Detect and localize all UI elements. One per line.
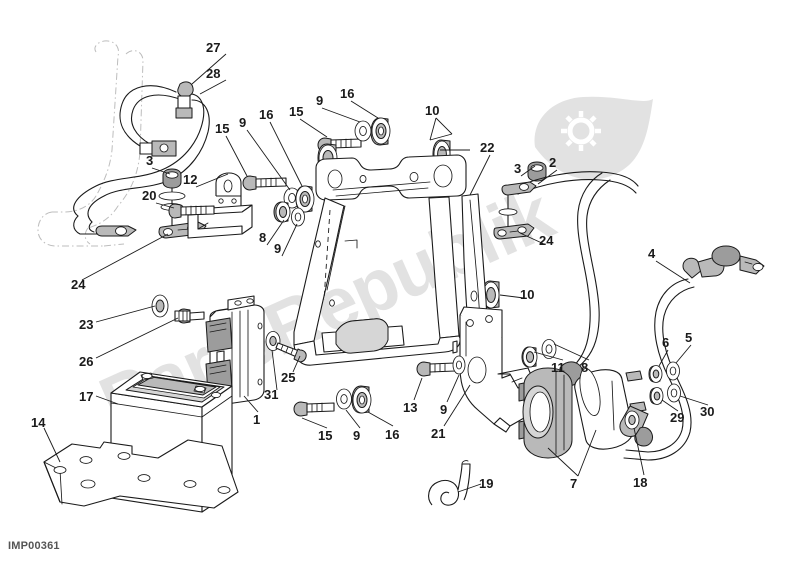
washer-8-right xyxy=(541,339,557,359)
callout-5: 5 xyxy=(685,330,693,345)
callout-15-c: 15 xyxy=(318,428,333,443)
leader-lines xyxy=(43,53,709,493)
callout-1: 1 xyxy=(253,412,261,427)
callout-23: 23 xyxy=(79,317,94,332)
drawing-code-label: IMP00361 xyxy=(8,540,60,552)
callout-17: 17 xyxy=(79,389,94,404)
callout-15-a: 15 xyxy=(289,104,304,119)
callout-4: 4 xyxy=(648,246,656,261)
callout-3-b: 3 xyxy=(514,161,522,176)
bolt-13 xyxy=(416,355,466,377)
bolt-25 xyxy=(265,331,307,363)
ghost-frame-outline xyxy=(37,40,144,247)
callout-18: 18 xyxy=(633,475,648,490)
callout-15-b: 15 xyxy=(215,121,230,136)
callout-9-a: 9 xyxy=(316,93,324,108)
callout-14: 14 xyxy=(31,415,46,430)
callout-10-b: 10 xyxy=(520,287,535,302)
callout-8-a: 8 xyxy=(259,230,267,245)
washer-29 xyxy=(649,387,664,405)
callout-13: 13 xyxy=(403,400,418,415)
callout-30: 30 xyxy=(700,404,715,419)
bolt-26 xyxy=(151,294,205,324)
callout-10-a: 10 xyxy=(425,103,440,118)
callout-21: 21 xyxy=(431,426,446,441)
fastener-set-bottom xyxy=(293,385,372,417)
callout-7: 7 xyxy=(570,476,578,491)
washer-6 xyxy=(648,365,663,383)
callout-9-d: 9 xyxy=(440,402,448,417)
positive-cable-2 xyxy=(493,161,639,240)
washer-set-8-9 xyxy=(273,201,305,227)
callout-16-b: 16 xyxy=(259,107,274,122)
washer-5 xyxy=(666,361,680,381)
callout-20: 20 xyxy=(142,188,157,203)
callout-19: 19 xyxy=(479,476,494,491)
callout-12: 12 xyxy=(183,172,198,187)
callout-16-c: 16 xyxy=(385,427,400,442)
callout-9-b: 9 xyxy=(239,115,247,130)
callout-28: 28 xyxy=(206,66,221,81)
callout-31: 31 xyxy=(264,387,279,402)
cable-clip-19 xyxy=(428,460,471,506)
callout-9-e: 9 xyxy=(353,428,361,443)
callout-22: 22 xyxy=(480,140,495,155)
starter-solenoid-7 xyxy=(518,367,647,459)
callout-2: 2 xyxy=(549,155,557,170)
cable-lug-18 xyxy=(619,405,653,447)
callout-24-a: 24 xyxy=(539,233,554,248)
callout-26: 26 xyxy=(79,354,94,369)
callout-27: 27 xyxy=(206,40,221,55)
callout-24-b: 24 xyxy=(71,277,86,292)
callout-25: 25 xyxy=(281,370,296,385)
callout-16-a: 16 xyxy=(340,86,355,101)
callout-3-a: 3 xyxy=(146,153,154,168)
battery-base-plate-14 xyxy=(43,439,239,509)
nut-11 xyxy=(521,346,538,368)
callout-6: 6 xyxy=(662,335,670,350)
callout-8-b: 8 xyxy=(581,360,589,375)
fastener-set-upper xyxy=(317,117,391,153)
callout-29: 29 xyxy=(670,410,685,425)
bracket-12 xyxy=(187,172,253,239)
callout-11-a: 11 xyxy=(551,360,565,375)
callout-9-c: 9 xyxy=(274,241,282,256)
washer-30 xyxy=(667,383,681,403)
